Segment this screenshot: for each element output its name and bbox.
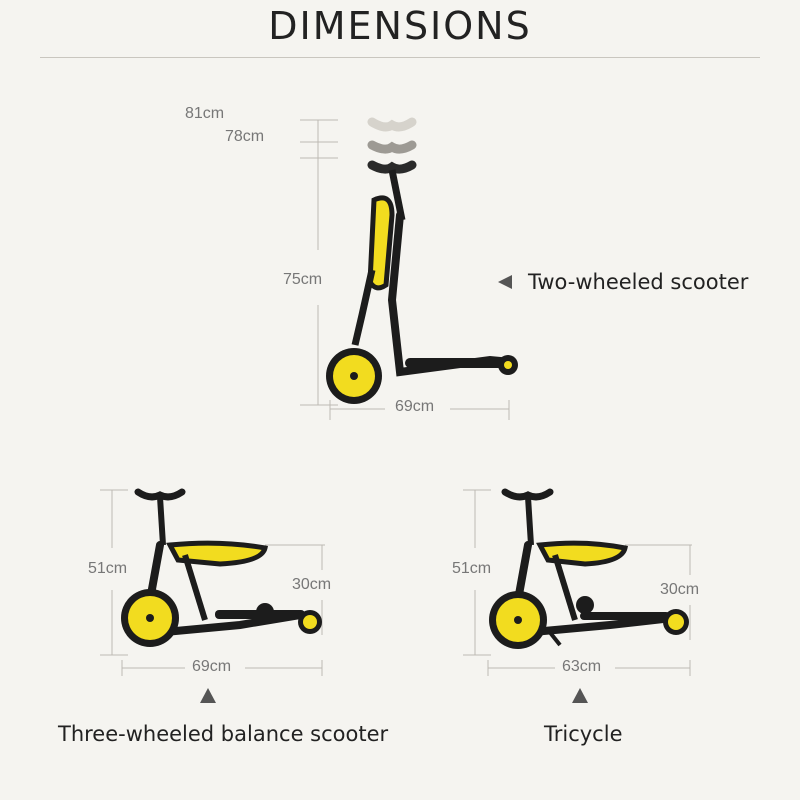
balance-scooter-figure xyxy=(121,488,322,647)
dimension-69cm: 69cm xyxy=(395,398,435,415)
pointer-up-icon xyxy=(572,688,588,703)
dimension-78cm: 78cm xyxy=(225,128,265,145)
dimension-30cm: 30cm xyxy=(660,581,700,598)
dimension-75cm: 75cm xyxy=(283,271,323,288)
title-divider xyxy=(40,57,760,58)
balance-scooter-dimension-lines xyxy=(100,489,325,676)
tricycle-figure xyxy=(489,488,689,649)
two-wheeled-scooter-figure xyxy=(326,117,518,404)
pointer-left-icon xyxy=(498,275,512,289)
dimension-69cm: 69cm xyxy=(192,658,232,675)
balance-scooter-label: Three-wheeled balance scooter xyxy=(58,722,389,746)
dimension-81cm: 81cm xyxy=(185,105,225,122)
two-wheeled-scooter-label: Two-wheeled scooter xyxy=(528,270,749,294)
page-title: DIMENSIONS xyxy=(268,4,532,48)
dimension-51cm: 51cm xyxy=(88,560,128,577)
dimension-63cm: 63cm xyxy=(562,658,602,675)
tricycle-label: Tricycle xyxy=(544,722,623,746)
dimension-51cm: 51cm xyxy=(452,560,492,577)
pointer-up-icon xyxy=(200,688,216,703)
tricycle-dimension-lines xyxy=(463,489,692,676)
dimension-30cm: 30cm xyxy=(292,576,332,593)
two-wheeled-scooter-illustration xyxy=(300,119,510,420)
